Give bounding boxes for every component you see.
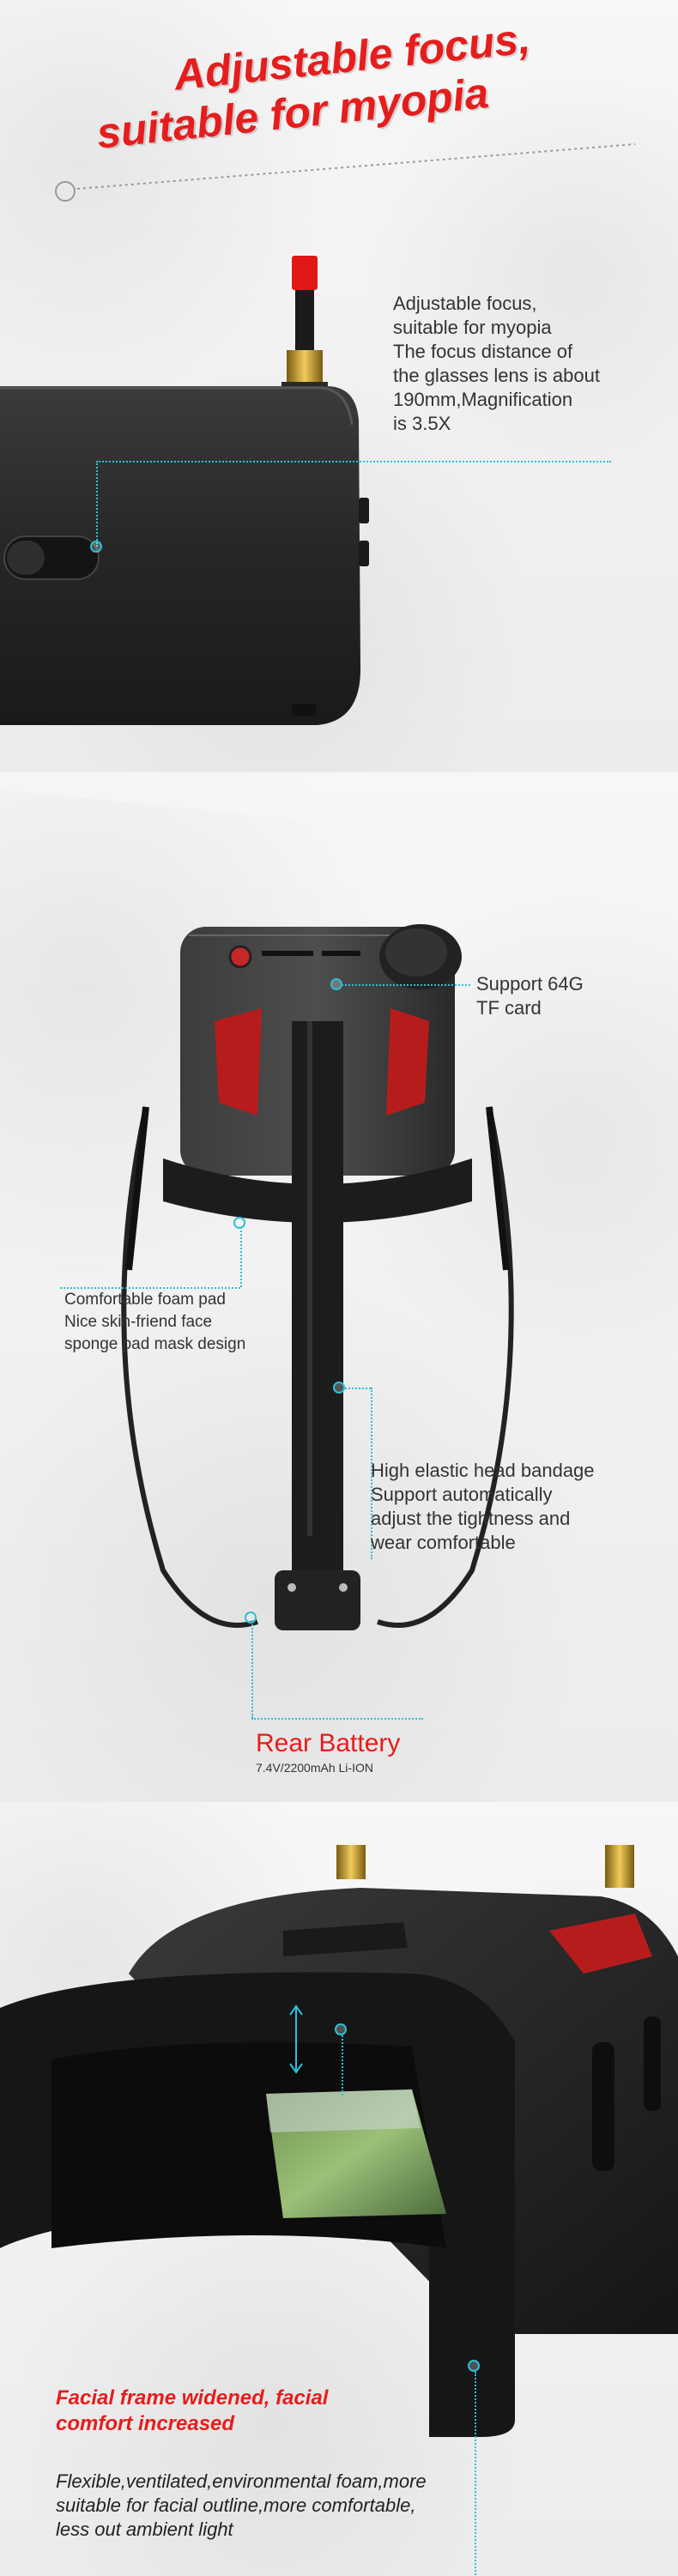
section-adjustable-focus: Adjustable focus, suitable for myopia <box>0 0 678 772</box>
foam-callout-dot <box>233 1217 245 1229</box>
focus-description: Adjustable focus, suitable for myopia Th… <box>393 293 600 434</box>
section-facial-frame: Facial frame widened, facial comfort inc… <box>0 1802 678 2576</box>
goggles-front-view <box>0 1845 678 2437</box>
frame-callout-dot-upper <box>335 2023 347 2035</box>
goggles-side-view <box>0 256 369 725</box>
headline-underline <box>55 143 636 202</box>
head-bandage-label: High elastic head bandage Support automa… <box>371 1460 595 1553</box>
tf-callout-line <box>342 984 470 986</box>
bandage-callout-dot <box>333 1382 345 1394</box>
rear-battery-title: Rear Battery <box>256 1729 401 1757</box>
battery-callout-line-v <box>251 1622 253 1718</box>
bandage-callout-line-v <box>371 1388 372 1559</box>
section-divider <box>0 772 678 858</box>
focus-callout-line-v <box>96 461 98 547</box>
focus-callout-dot <box>90 541 102 553</box>
rear-battery-spec: 7.4V/2200mAh Li-ION <box>256 1761 373 1775</box>
focus-callout-line-h <box>96 461 611 463</box>
tf-card-label: Support 64G TF card <box>476 973 584 1019</box>
foam-pad-label: Comfortable foam pad Nice skin-friend fa… <box>64 1291 246 1353</box>
frame-callout-line-lower <box>475 2372 476 2576</box>
bandage-callout-line-h <box>345 1388 371 1389</box>
frame-callout-dot-lower <box>468 2360 480 2372</box>
tf-callout-dot <box>330 978 342 990</box>
foam-callout-line-h <box>60 1287 240 1289</box>
battery-callout-line-h <box>251 1718 423 1720</box>
battery-callout-dot <box>245 1612 257 1624</box>
section-back-view: Support 64G TF card Comfortable foam pad… <box>0 772 678 1802</box>
goggles-back-view <box>121 924 514 1630</box>
foam-callout-line-v <box>240 1227 242 1287</box>
facial-frame-title: Facial frame widened, facial comfort inc… <box>56 2386 329 2435</box>
facial-frame-description: Flexible,ventilated,environmental foam,m… <box>56 2470 427 2540</box>
frame-callout-line-upper <box>342 2035 343 2095</box>
